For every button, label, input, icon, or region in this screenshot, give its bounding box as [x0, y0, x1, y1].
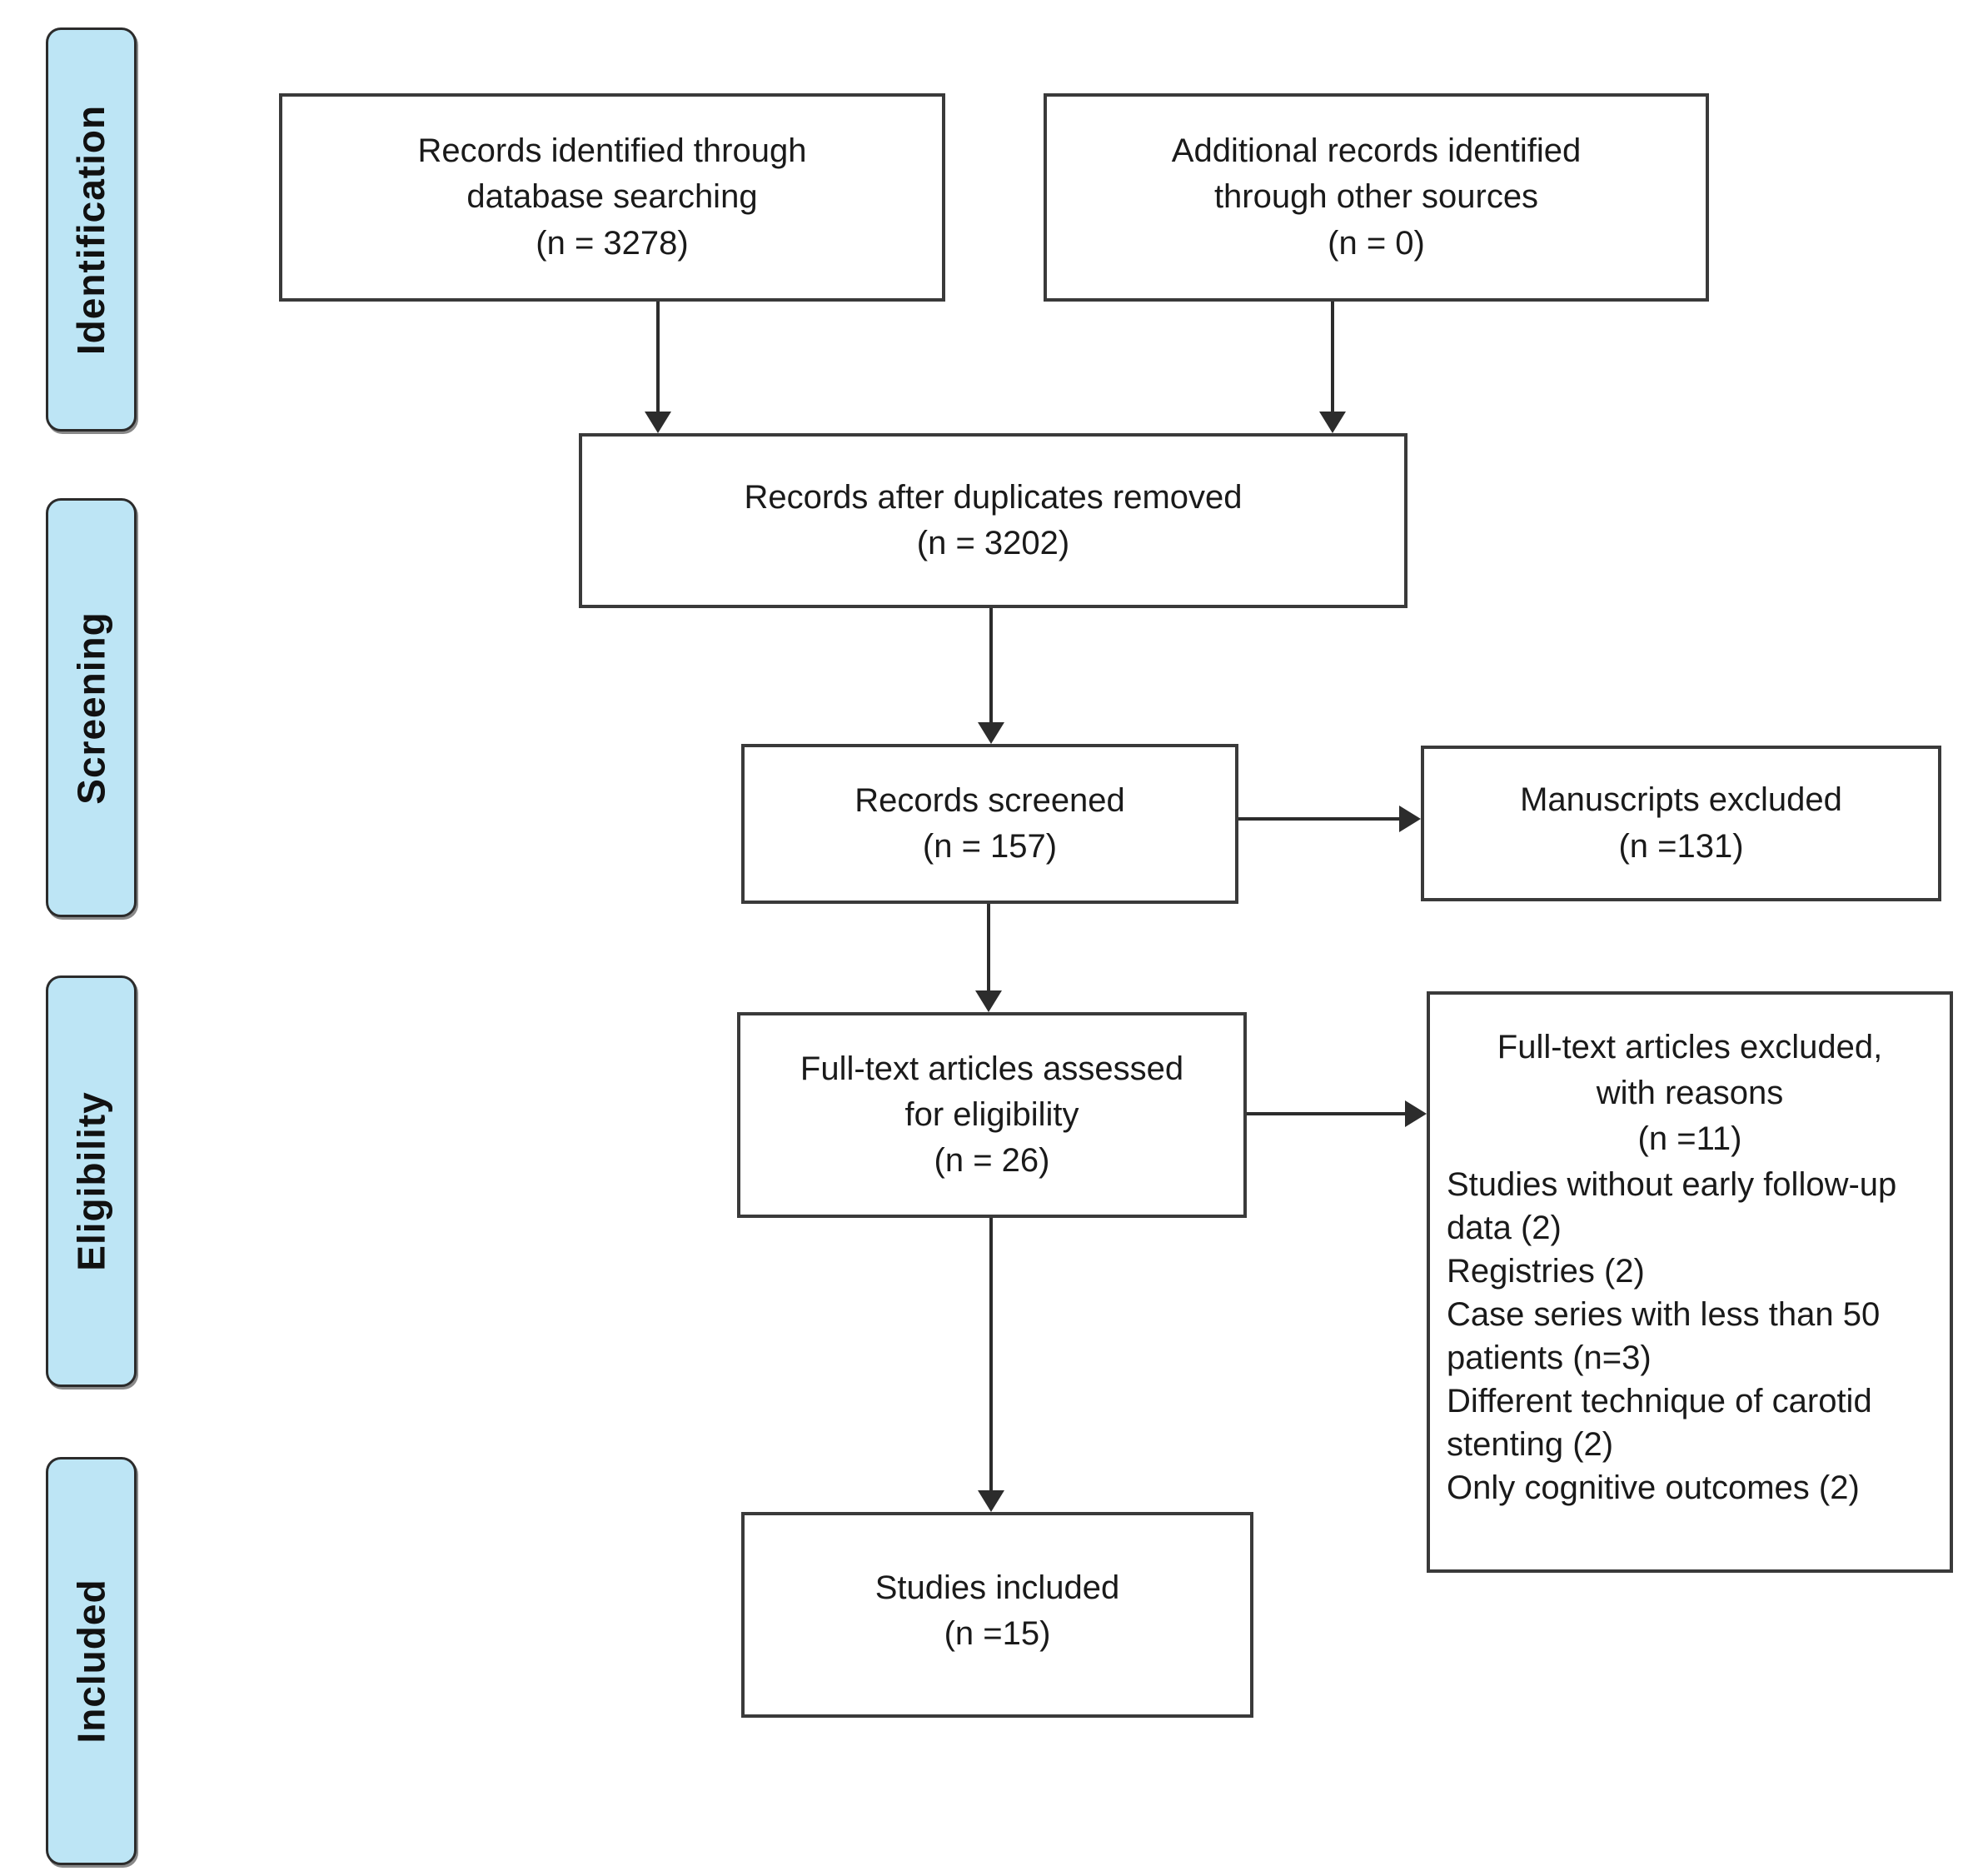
box-additional-records: Additional records identified through ot…	[1044, 93, 1709, 302]
box-records-screened-line1: Records screened	[854, 781, 1125, 819]
box-additional-records-count: (n = 0)	[1328, 224, 1425, 262]
box-studies-included-line1: Studies included	[874, 1569, 1120, 1606]
arrowhead-additional-to-duplicates	[1319, 412, 1346, 433]
box-fulltext-excluded-line1: Full-text articles excluded,	[1497, 1029, 1883, 1065]
stage-screening-label: Screening	[69, 611, 113, 805]
box-fulltext-excluded-line2: with reasons	[1596, 1075, 1784, 1112]
arrowhead-fulltext-to-excluded	[1405, 1100, 1427, 1127]
box-additional-records-line1: Additional records identified	[1171, 132, 1582, 170]
box-additional-records-line2: through other sources	[1213, 178, 1539, 216]
arrowhead-identified-to-duplicates	[645, 412, 671, 433]
box-after-duplicates: Records after duplicates removed (n = 32…	[579, 433, 1407, 608]
box-fulltext-excluded-count: (n =11)	[1637, 1120, 1742, 1158]
arrowhead-screened-to-fulltext	[975, 990, 1002, 1012]
stage-included-label: Included	[69, 1579, 113, 1744]
stage-identification-label: Identification	[69, 104, 113, 355]
box-fulltext-assessed-line2: for eligibility	[904, 1095, 1079, 1133]
arrow-identified-to-duplicates	[656, 302, 660, 413]
arrow-fulltext-to-included	[989, 1218, 993, 1492]
box-manuscripts-excluded-count: (n =131)	[1618, 827, 1744, 865]
box-records-identified: Records identified through database sear…	[279, 93, 945, 302]
box-after-duplicates-line1: Records after duplicates removed	[744, 478, 1243, 516]
arrowhead-fulltext-to-included	[978, 1490, 1004, 1512]
box-fulltext-assessed-count: (n = 26)	[934, 1142, 1050, 1180]
stage-eligibility-label: Eligibility	[69, 1091, 113, 1271]
arrow-duplicates-to-screened	[989, 608, 993, 724]
box-records-screened-count: (n = 157)	[922, 828, 1058, 865]
arrow-additional-to-duplicates	[1331, 302, 1334, 413]
box-records-identified-line2: database searching	[466, 178, 758, 216]
exclusion-reason-cognitive: Only cognitive outcomes (2)	[1447, 1469, 1860, 1506]
box-after-duplicates-count: (n = 3202)	[916, 525, 1070, 561]
box-fulltext-assessed-line1: Full-text articles assessed	[800, 1050, 1184, 1087]
box-records-identified-line1: Records identified through	[417, 132, 807, 170]
arrow-screened-to-excluded	[1238, 817, 1402, 821]
stage-screening: Screening	[46, 498, 137, 917]
box-records-identified-count: (n = 3278)	[536, 224, 689, 262]
arrow-fulltext-to-excluded	[1247, 1112, 1408, 1115]
box-fulltext-assessed: Full-text articles assessed for eligibil…	[737, 1012, 1247, 1218]
stage-eligibility: Eligibility	[46, 975, 137, 1387]
arrowhead-duplicates-to-screened	[978, 722, 1004, 744]
box-studies-included: Studies included (n =15)	[741, 1512, 1253, 1718]
box-studies-included-count: (n =15)	[944, 1615, 1051, 1653]
exclusion-reason-technique: Different technique of carotid stenting …	[1447, 1382, 1872, 1463]
exclusion-reason-registries: Registries (2)	[1447, 1252, 1645, 1290]
box-manuscripts-excluded: Manuscripts excluded (n =131)	[1421, 746, 1941, 901]
arrowhead-screened-to-excluded	[1399, 806, 1421, 832]
exclusion-reason-followup: Studies without early follow-up data (2)	[1447, 1165, 1897, 1246]
box-records-screened: Records screened (n = 157)	[741, 744, 1238, 904]
stage-identification: Identification	[46, 27, 137, 432]
box-manuscripts-excluded-line1: Manuscripts excluded	[1520, 781, 1842, 819]
stage-included: Included	[46, 1457, 137, 1865]
box-fulltext-excluded: Full-text articles excluded, with reason…	[1427, 991, 1953, 1573]
exclusion-reason-case-series: Case series with less than 50 patients (…	[1447, 1295, 1881, 1376]
arrow-screened-to-fulltext	[987, 904, 990, 992]
